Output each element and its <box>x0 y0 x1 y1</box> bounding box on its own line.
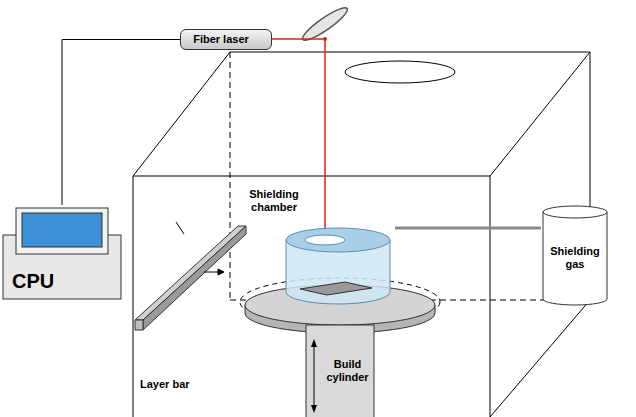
node-label: Shielding chamber <box>249 188 299 214</box>
node-label: Build cylinder <box>322 358 374 384</box>
part-label: Layer bar <box>140 378 190 390</box>
shielding-chamber: Shielding chamber <box>245 186 395 302</box>
build-cylinder: Build cylinder <box>305 325 376 417</box>
laser-box: Fiber laser <box>180 29 272 50</box>
computer: CPU <box>2 205 122 301</box>
motion-arrow <box>204 269 224 275</box>
mark <box>176 222 184 234</box>
layer-bar <box>135 226 246 330</box>
gas-cylinder: Shielding gas <box>541 203 609 307</box>
chamber-cylinder <box>286 228 390 304</box>
beam-point <box>323 37 327 41</box>
gas-pipe <box>395 227 541 230</box>
node-label: Fiber laser <box>193 33 249 46</box>
node-label: Shielding gas <box>544 245 606 271</box>
signal-wire <box>62 40 180 206</box>
node-label: CPU <box>12 269 54 293</box>
